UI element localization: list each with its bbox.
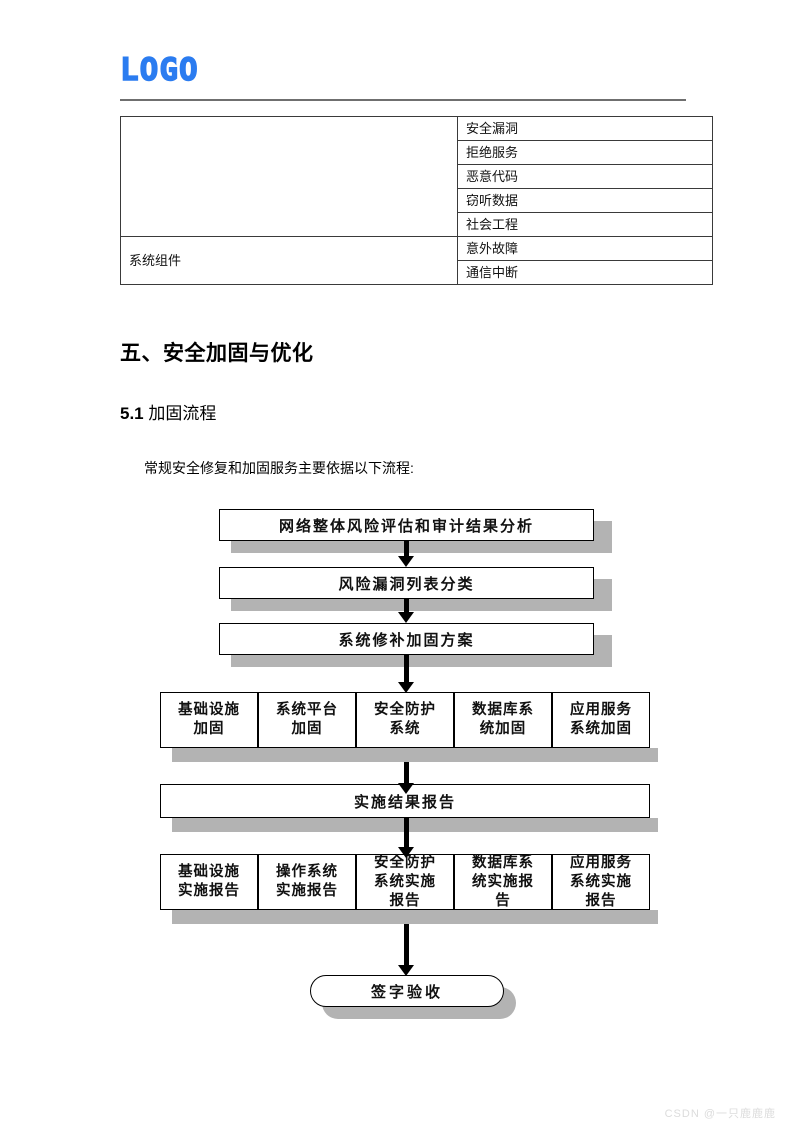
table-cell-category-system-component: 系统组件: [120, 236, 458, 285]
report-row: 基础设施 实施报告 操作系统 实施报告 安全防护 系统实施 报告 数据库系 统实…: [160, 854, 650, 910]
table-row: 社会工程: [121, 212, 713, 237]
flow-cell-application-service-hardening: 应用服务 系统加固: [552, 692, 650, 748]
header-divider: [120, 99, 686, 101]
flow-cell-infrastructure-hardening: 基础设施 加固: [160, 692, 258, 748]
step-1-shadow: [231, 521, 612, 553]
arrow-step3-to-hardening-row: [398, 655, 414, 693]
step-result-shadow: [172, 818, 658, 832]
table-cell-item: 社会工程: [457, 212, 713, 237]
table-cell-item: 通信中断: [457, 260, 713, 285]
flow-cell-infrastructure-implementation-report: 基础设施 实施报告: [160, 854, 258, 910]
flow-step-signoff-acceptance: 签字验收: [310, 975, 504, 1007]
flow-cell-security-system-implementation-report: 安全防护 系统实施 报告: [356, 854, 454, 910]
table-row: 安全漏洞: [120, 116, 713, 237]
flow-cell-database-system-hardening: 数据库系 统加固: [454, 692, 552, 748]
table-cell-item: 拒绝服务: [457, 140, 713, 165]
arrow-hardening-row-to-result: [398, 762, 414, 794]
table-cell-item: 恶意代码: [457, 164, 713, 189]
flow-step-network-risk-assessment: 网络整体风险评估和审计结果分析: [219, 509, 594, 541]
arrow-step2-to-step3: [398, 599, 414, 623]
table-row: 拒绝服务: [121, 140, 713, 165]
subsection-heading: 5.1 加固流程: [120, 402, 216, 426]
section-heading: 五、安全加固与优化: [120, 342, 314, 365]
table-row: 通信中断: [121, 260, 713, 285]
logo: LOGO: [119, 51, 199, 88]
table-cell-item: 窃听数据: [457, 188, 713, 213]
flow-step-implementation-result-report: 实施结果报告: [160, 784, 650, 818]
flow-cell-os-implementation-report: 操作系统 实施报告: [258, 854, 356, 910]
flow-cell-security-protection-system: 安全防护 系统: [356, 692, 454, 748]
arrow-report-row-to-signoff: [398, 924, 414, 976]
risk-category-table: 安全漏洞 拒绝服务 恶意代码 窃听数据 社会工程 系统组件 意外故障 通信中断: [120, 116, 713, 285]
step-2-shadow: [231, 579, 612, 611]
footer-watermark: CSDN @一只鹿鹿鹿: [664, 1108, 776, 1120]
document-header: LOGO: [119, 51, 686, 102]
flow-cell-application-implementation-report: 应用服务 系统实施 报告: [552, 854, 650, 910]
flow-step-system-patch-plan: 系统修补加固方案: [219, 623, 594, 655]
step-3-shadow: [231, 635, 612, 667]
intro-paragraph: 常规安全修复和加固服务主要依据以下流程:: [144, 460, 414, 476]
table-row: 系统组件 意外故障: [120, 236, 713, 285]
arrow-result-to-report-row: [398, 818, 414, 858]
hardening-row: 基础设施 加固 系统平台 加固 安全防护 系统 数据库系 统加固 应用服务 系统…: [160, 692, 650, 748]
report-row-shadow: [172, 910, 658, 924]
table-cell-item: 安全漏洞: [457, 116, 713, 141]
flow-step-risk-vulnerability-classification: 风险漏洞列表分类: [219, 567, 594, 599]
flow-cell-database-implementation-report: 数据库系 统实施报 告: [454, 854, 552, 910]
flow-cell-system-platform-hardening: 系统平台 加固: [258, 692, 356, 748]
hardening-row-shadow: [172, 748, 658, 762]
subsection-number: 5.1: [120, 404, 144, 423]
table-row: 恶意代码: [121, 164, 713, 189]
table-body: 安全漏洞 拒绝服务 恶意代码 窃听数据 社会工程 系统组件 意外故障 通信中断: [120, 116, 713, 285]
arrow-step1-to-step2: [398, 541, 414, 567]
signoff-shadow: [322, 987, 516, 1019]
table-cell-category-empty: [120, 116, 458, 237]
subsection-title: 加固流程: [148, 404, 217, 423]
table-cell-item: 意外故障: [457, 236, 713, 261]
